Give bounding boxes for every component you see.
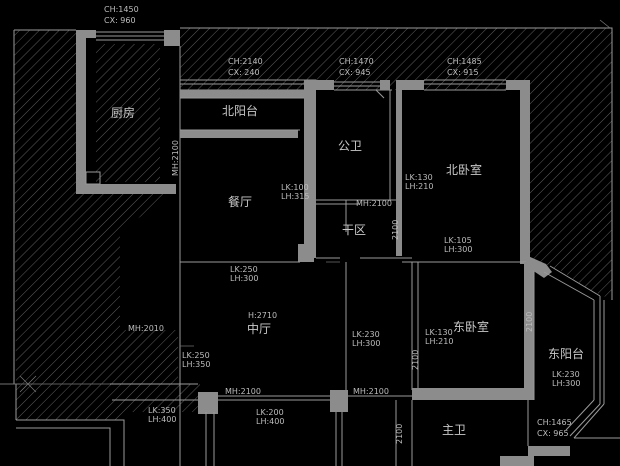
note-mh-kitchen: MH:2100	[171, 140, 180, 176]
note-mh-bottom1: MH:2100	[225, 387, 261, 396]
note-w3-ch: CH:1485	[447, 57, 482, 66]
note-lk-nbed2-a: LK:105	[444, 236, 472, 245]
note-v2100-d: 2100	[395, 424, 404, 444]
note-lk-mid-a: LK:250	[230, 265, 258, 274]
outer-lines	[0, 19, 613, 466]
note-lk-liv-a: LK:230	[352, 330, 380, 339]
north-walls	[180, 79, 530, 264]
note-v2100-b: 2100	[525, 312, 534, 332]
room-living: 中厅	[247, 321, 271, 336]
note-w2-cx: CX: 945	[339, 68, 371, 77]
room-north-balcony: 北阳台	[222, 103, 258, 118]
note-lk-mid-b: LH:300	[230, 274, 258, 283]
room-dining: 餐厅	[228, 194, 252, 209]
note-mh-bottom2: MH:2100	[353, 387, 389, 396]
room-labels: 厨房 北阳台 公卫 北卧室 餐厅 干区 中厅 东卧室 东阳台 主卫	[111, 103, 584, 437]
note-lk-left-b: LH:350	[182, 360, 210, 369]
note-lk-left-a: LK:250	[182, 351, 210, 360]
note-lk-bl-a: LK:350	[148, 406, 176, 415]
note-top-cx: CX: 960	[104, 16, 136, 25]
note-lk-nbed-a: LK:130	[405, 173, 433, 182]
note-lk-nbed-b: LH:210	[405, 182, 433, 191]
bottom-walls	[0, 375, 412, 466]
room-public-bath: 公卫	[338, 139, 362, 153]
note-ch-bottom: CH:1465	[537, 418, 572, 427]
note-w3-cx: CX: 915	[447, 68, 479, 77]
note-lk-dining-b: LH:315	[281, 192, 309, 201]
note-v2100-c: 2100	[411, 350, 420, 370]
east-walls	[411, 256, 620, 466]
note-h-living: H:2710	[248, 311, 277, 320]
note-lk-bl-b: LH:400	[148, 415, 176, 424]
note-lk-ebed-a: LK:130	[425, 328, 453, 337]
room-east-bedroom: 东卧室	[453, 319, 489, 334]
note-mh-left: MH:2010	[128, 324, 164, 333]
room-east-balcony: 东阳台	[548, 346, 584, 361]
note-lk-liv-b: LH:300	[352, 339, 380, 348]
room-north-bedroom: 北卧室	[446, 162, 482, 177]
note-w1-ch: CH:2140	[228, 57, 263, 66]
note-v2100-a: 2100	[391, 220, 400, 240]
note-cx-bottom: CX: 965	[537, 429, 569, 438]
note-lk-dining-a: LK:100	[281, 183, 309, 192]
note-lk-ebed-b: LH:210	[425, 337, 453, 346]
note-lk-ebal-b: LH:300	[552, 379, 580, 388]
note-lk-bm-a: LK:200	[256, 408, 284, 417]
dimension-notes: CH:1450 CX: 960 CH:2140 CX: 240 CH:1470 …	[104, 5, 580, 444]
note-top-ch: CH:1450	[104, 5, 139, 14]
note-lk-nbed2-b: LH:300	[444, 245, 472, 254]
interior-walls	[179, 138, 526, 466]
note-w1-cx: CX: 240	[228, 68, 260, 77]
note-w2-ch: CH:1470	[339, 57, 374, 66]
note-lk-bm-b: LH:400	[256, 417, 284, 426]
note-mh-public: MH:2100	[356, 199, 392, 208]
note-lk-ebal-a: LK:230	[552, 370, 580, 379]
room-kitchen: 厨房	[111, 105, 135, 120]
room-master-bath: 主卫	[442, 423, 466, 437]
room-dry-area: 干区	[342, 223, 366, 237]
